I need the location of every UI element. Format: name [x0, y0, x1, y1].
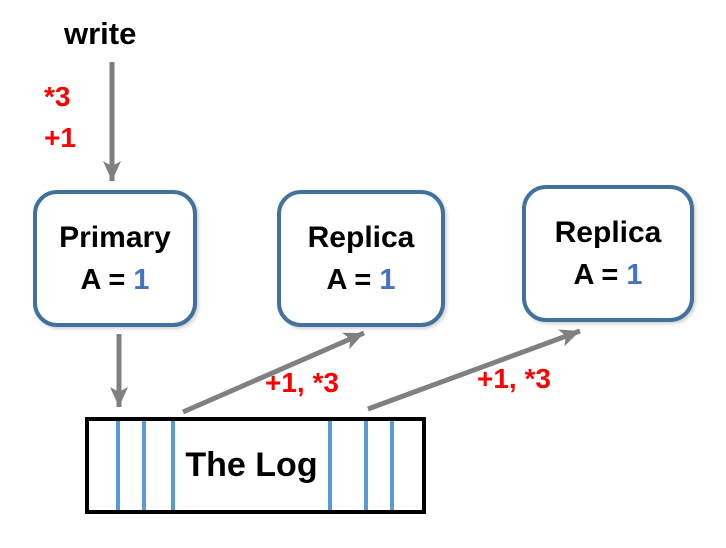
log-entry-line — [171, 421, 175, 510]
replication-ops-label-2: +1, *3 — [477, 363, 551, 394]
state-value: 1 — [379, 263, 396, 296]
state-variable: A = — [573, 258, 627, 291]
node-primary-state: A = 1 — [80, 263, 150, 296]
node-replica-2-title: Replica — [554, 215, 662, 249]
log-entry-line — [142, 421, 146, 510]
node-replica-1-title: Replica — [307, 220, 415, 254]
node-replica-2: Replica A = 1 — [522, 185, 694, 322]
state-variable: A = — [80, 263, 134, 296]
state-variable: A = — [326, 263, 380, 296]
log-entry-line — [328, 421, 332, 510]
write-op-add: +1 — [44, 122, 76, 153]
log-label: The Log — [185, 446, 318, 484]
log-entry-line — [390, 421, 394, 510]
node-replica-2-state: A = 1 — [573, 258, 643, 291]
write-op-multiply: *3 — [44, 81, 71, 112]
node-primary: Primary A = 1 — [33, 190, 197, 327]
replication-ops-label-1: +1, *3 — [265, 367, 339, 398]
state-value: 1 — [133, 263, 150, 296]
log-entry-line — [116, 421, 120, 510]
write-label: write — [64, 16, 137, 51]
node-replica-1-state: A = 1 — [326, 263, 396, 296]
write-ops: *3 +1 — [44, 76, 76, 158]
log-entry-line — [364, 421, 368, 510]
state-value: 1 — [626, 258, 643, 291]
node-primary-title: Primary — [59, 220, 171, 254]
log-box: The Log — [85, 417, 426, 514]
node-replica-1: Replica A = 1 — [277, 190, 445, 327]
